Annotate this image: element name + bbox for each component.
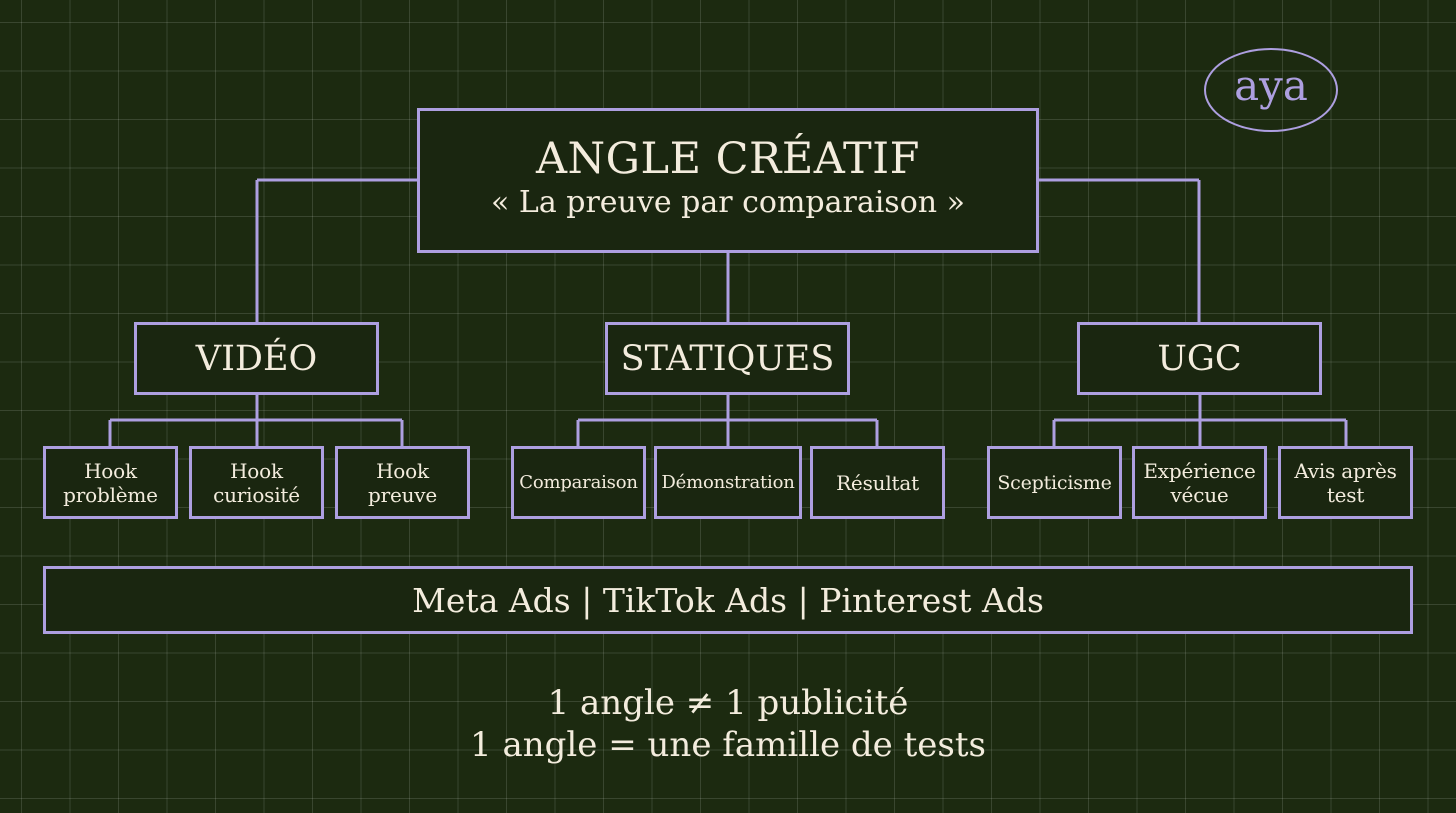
category-ugc: UGC <box>1077 322 1322 395</box>
subnode-resultat: Résultat <box>810 446 945 519</box>
category-video: VIDÉO <box>134 322 379 395</box>
tagline: 1 angle ≠ 1 publicité 1 angle = une fami… <box>0 682 1456 766</box>
subnode-demonstration: Démonstration <box>654 446 802 519</box>
subnode-scepticisme: Scepticisme <box>987 446 1122 519</box>
root-node: ANGLE CRÉATIF « La preuve par comparaiso… <box>417 108 1039 253</box>
subnode-comparaison: Comparaison <box>511 446 646 519</box>
category-statiques: STATIQUES <box>605 322 850 395</box>
root-subtitle: « La preuve par comparaison » <box>491 184 965 220</box>
tagline-line-1: 1 angle ≠ 1 publicité <box>547 683 909 723</box>
aya-logo: aya <box>1204 48 1338 132</box>
subnode-avis-apres-test: Avis après test <box>1278 446 1413 519</box>
subnode-hook-curiosite: Hook curiosité <box>189 446 324 519</box>
platforms-bar: Meta Ads | TikTok Ads | Pinterest Ads <box>43 566 1413 634</box>
tagline-line-2: 1 angle = une famille de tests <box>470 725 986 765</box>
subnode-experience-vecue: Expérience vécue <box>1132 446 1267 519</box>
subnode-hook-probleme: Hook problème <box>43 446 178 519</box>
subnode-hook-preuve: Hook preuve <box>335 446 470 519</box>
root-title: ANGLE CRÉATIF <box>535 133 920 184</box>
